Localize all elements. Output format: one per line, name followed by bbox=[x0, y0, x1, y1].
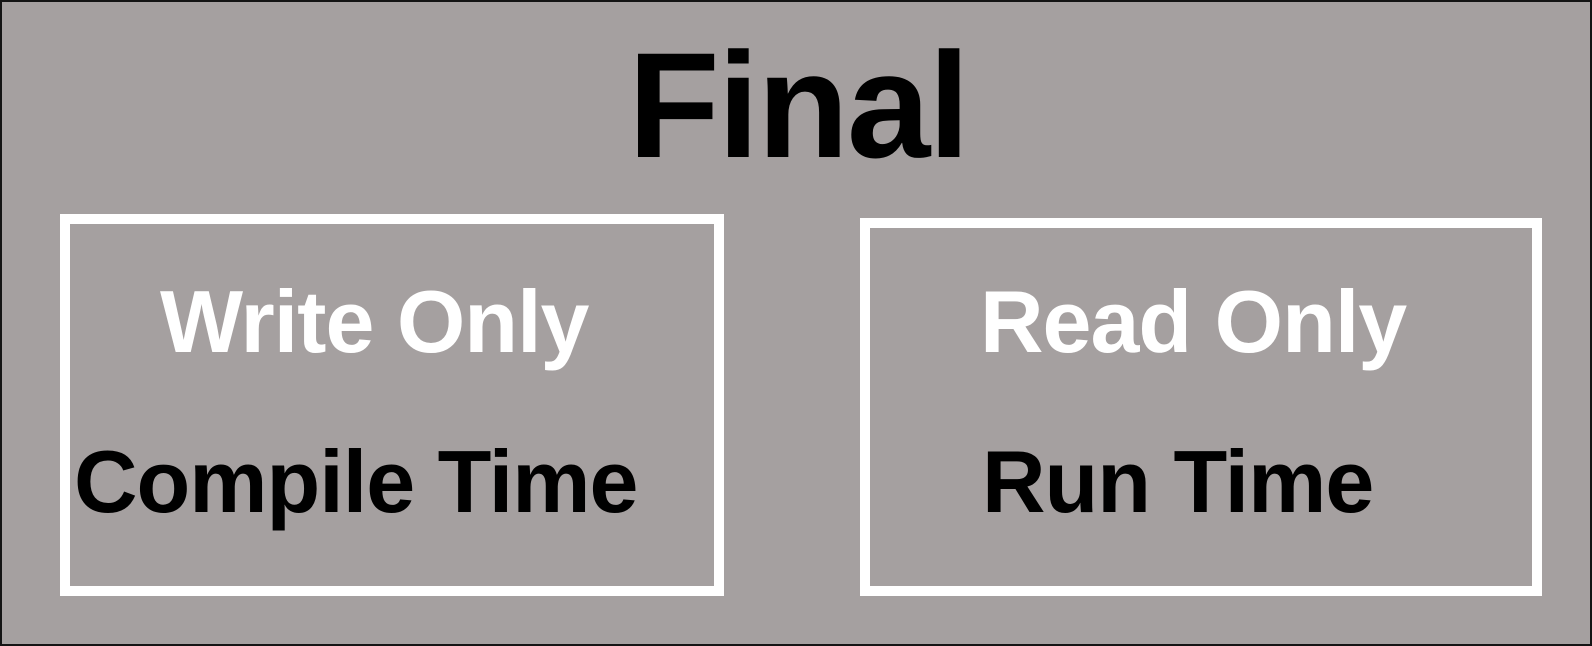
page-title: Final bbox=[627, 21, 970, 189]
label-compile-time: Compile Time bbox=[74, 432, 638, 531]
concept-box-read-only bbox=[860, 218, 1542, 596]
label-read-only: Read Only bbox=[980, 272, 1407, 371]
label-run-time: Run Time bbox=[982, 432, 1374, 531]
label-write-only: Write Only bbox=[160, 272, 589, 371]
concept-box-write-only bbox=[60, 214, 724, 596]
